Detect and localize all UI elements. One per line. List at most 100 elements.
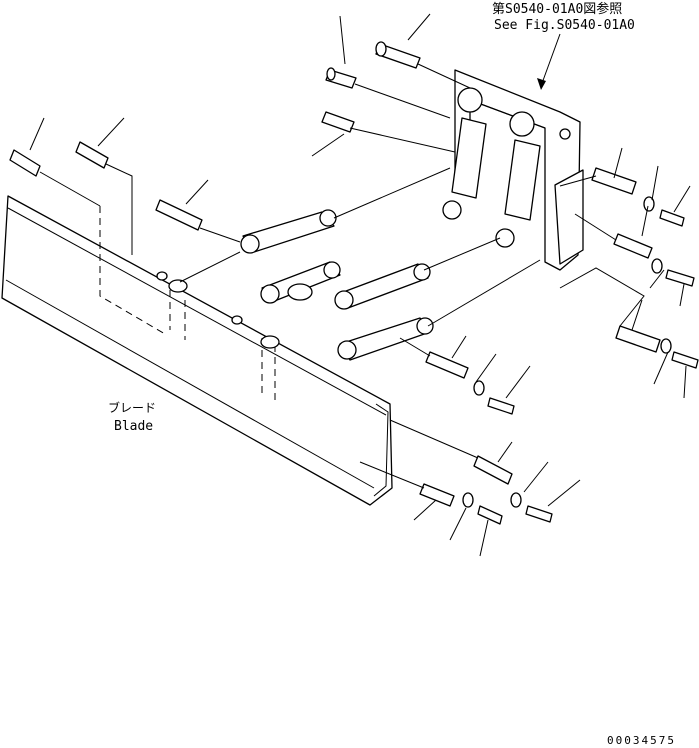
pin-right-1 — [591, 167, 637, 195]
guide-lower-arm-frame — [427, 259, 541, 327]
guide-upper-arm-blade — [179, 251, 241, 283]
blade-lower-edge — [5, 279, 375, 489]
guide-upper-arm-cylinder — [333, 167, 451, 219]
middle-link-bushing-left — [334, 290, 354, 310]
leader-22 — [413, 499, 437, 521]
leader-19 — [497, 441, 513, 463]
guide-pin-right-1 — [559, 175, 597, 187]
lower-link-bushing-right — [416, 317, 434, 335]
bolt-3 — [671, 351, 699, 369]
leader-5 — [97, 117, 125, 147]
cylinder-right-body — [504, 139, 541, 221]
leader-13 — [631, 299, 643, 331]
washer-2 — [651, 258, 663, 274]
blade-hidden-line-b — [261, 338, 276, 400]
blade-label-en: Blade — [114, 419, 153, 434]
cylinder-right-top-eye — [509, 111, 535, 137]
blade-bracket-4 — [156, 271, 168, 281]
bolt-5 — [525, 505, 553, 523]
center-link-pin-boss — [287, 283, 313, 301]
guide-pin-lower-1 — [389, 419, 479, 459]
bolt-2 — [665, 269, 695, 287]
leader-4 — [29, 117, 45, 151]
guide-pin-top-2 — [354, 83, 451, 119]
leader-1 — [339, 15, 346, 65]
reference-label-jp: 第S0540-01A0図参照 — [492, 1, 622, 17]
blade-end-plate — [373, 403, 389, 497]
pin-top-2-head — [326, 67, 336, 81]
guide-pin-center-1 — [399, 337, 431, 357]
blade-hidden-line-a — [169, 290, 186, 340]
blade-label-jp: ブレード — [108, 400, 156, 415]
cylinder-right-bottom-eye — [495, 228, 515, 248]
bolt-4 — [487, 397, 515, 415]
blade-hidden-bracket-left — [99, 206, 166, 335]
reference-arrow-head — [537, 78, 546, 90]
washers — [462, 196, 672, 508]
guide-pin-blade-1 — [39, 171, 101, 207]
leader-17 — [475, 353, 497, 383]
reference-arrow-line — [540, 33, 561, 87]
leader-7 — [613, 147, 623, 179]
reference-callout: 第S0540-01A0図参照 See Fig.S0540-01A0 — [492, 1, 635, 90]
pin-blade-3 — [155, 199, 203, 231]
upper-link-arm-bushing-right — [319, 209, 337, 227]
blade-bracket-3 — [260, 335, 280, 349]
washer-5 — [510, 492, 522, 508]
upper-link-arm-bushing-left — [240, 234, 260, 254]
cylinders — [442, 87, 541, 248]
leader-8 — [651, 165, 659, 201]
guide-pin-right-2 — [574, 213, 617, 241]
leader-15 — [683, 365, 687, 399]
frame-side-plate — [554, 169, 584, 265]
cylinder-left-body — [451, 117, 487, 199]
leader-9 — [673, 185, 691, 213]
pin-right-2 — [613, 233, 653, 259]
pins — [9, 41, 661, 507]
pin-lower-1 — [473, 455, 513, 485]
pin-blade-2 — [75, 141, 109, 169]
leader-21 — [547, 479, 581, 507]
pin-center-1 — [425, 351, 469, 379]
assembly-lines — [39, 63, 645, 489]
leader-10 — [641, 205, 649, 237]
bolt-1 — [659, 209, 685, 227]
guide-pin-right-3 — [559, 267, 645, 327]
mounting-frame — [454, 69, 584, 271]
pin-top-1-head — [375, 41, 387, 57]
leader-18 — [505, 365, 531, 399]
leader-23 — [449, 507, 467, 541]
pin-top-3 — [321, 111, 355, 133]
bolt-6 — [477, 505, 503, 525]
leader-lines — [29, 13, 691, 557]
blade-bracket-1 — [168, 279, 188, 293]
center-link-bushing-right — [323, 261, 341, 279]
link-arms — [240, 209, 434, 361]
cylinder-left-top-eye — [457, 87, 483, 113]
guide-pin-lower-2 — [359, 461, 425, 489]
leader-3 — [311, 133, 345, 157]
leader-2 — [407, 13, 431, 41]
blade-body — [1, 195, 393, 506]
guide-pin-top-1 — [417, 63, 471, 89]
washer-4 — [473, 380, 485, 396]
blade: ブレード Blade — [1, 195, 393, 506]
leader-11 — [649, 269, 665, 289]
washer-3 — [660, 338, 672, 354]
middle-link-bushing-right — [413, 263, 431, 281]
guide-pin-blade-3 — [199, 227, 241, 243]
guide-pin-blade-2 — [105, 163, 133, 255]
pin-blade-1 — [9, 149, 41, 177]
washer-1 — [643, 196, 655, 212]
blade-bracket-2 — [231, 315, 243, 325]
pin-lower-2 — [419, 483, 455, 507]
center-link-bushing-left — [260, 284, 280, 304]
leader-14 — [653, 351, 669, 385]
leader-16 — [451, 335, 467, 359]
washer-6 — [462, 492, 474, 508]
lower-link-bushing-left — [337, 340, 357, 360]
leader-12 — [679, 283, 685, 307]
reference-label-en: See Fig.S0540-01A0 — [494, 18, 635, 33]
guide-middle-arm-cylinder — [423, 237, 501, 271]
